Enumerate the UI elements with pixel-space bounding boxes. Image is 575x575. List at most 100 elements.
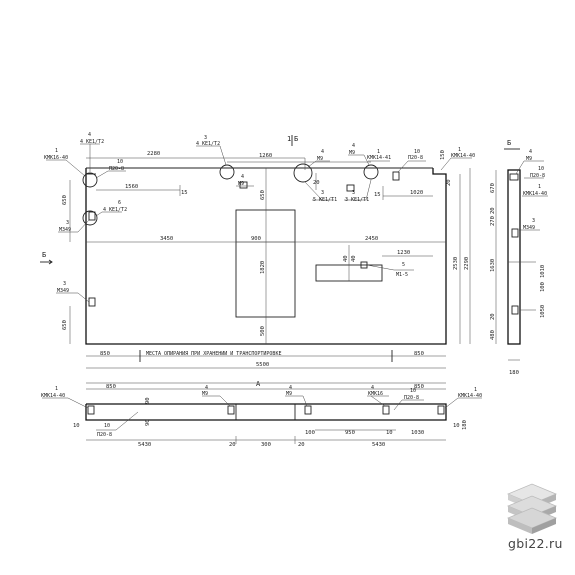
- dim-650-left-b: 650: [62, 320, 68, 330]
- side-dim-20: 20: [490, 207, 496, 214]
- plan-dim-90-a: 90: [145, 397, 151, 404]
- svg-text:3 КЕ1/Т1: 3 КЕ1/Т1: [345, 197, 369, 203]
- callout-4-m9-c: 4 М9: [348, 143, 370, 166]
- callout-3-m349-bottom: 3 М349: [56, 281, 90, 303]
- plan-dim-5430-b: 5430: [372, 442, 385, 448]
- svg-text:КМК14-40: КМК14-40: [451, 153, 475, 159]
- svg-text:4: 4: [371, 385, 374, 391]
- section-mark-plan: А: [256, 380, 261, 388]
- side-slab: [507, 169, 521, 345]
- plan-dim-20-a: 20: [229, 442, 236, 448]
- svg-text:М9: М9: [238, 181, 244, 187]
- plan-dim-850-a: 850: [106, 384, 116, 390]
- detail-circle-a: [82, 172, 98, 188]
- dim-850-a: 850: [100, 351, 110, 357]
- dim-2530: 2530: [453, 257, 459, 270]
- dim-650-mid: 650: [260, 190, 266, 200]
- dim-500: 500: [260, 326, 266, 336]
- side-callout-3: 3 М349: [519, 218, 540, 231]
- dim-20b: 20: [446, 179, 452, 186]
- svg-text:1: 1: [458, 147, 461, 153]
- svg-text:М9: М9: [286, 391, 292, 397]
- callout-3-right-mid: 3 3 КЕ1/Т1: [344, 179, 372, 203]
- detail-circle-e: [363, 164, 379, 180]
- plan-slab: [85, 403, 447, 421]
- watermark-site[interactable]: gbi22.ru: [508, 536, 563, 551]
- plan-dim-950: 950: [345, 430, 355, 436]
- embed-left-bottom: [88, 297, 96, 307]
- plan-view: А 850 850 5430 5430 20 20 300 100 950 10…: [41, 380, 482, 448]
- dim-1260: 1260: [259, 153, 272, 159]
- svg-text:4: 4: [88, 132, 91, 138]
- svg-text:П20-8: П20-8: [109, 166, 124, 172]
- embed-top-a: [239, 181, 248, 189]
- side-dim-1010: 1010: [540, 265, 546, 278]
- svg-text:М9: М9: [317, 156, 323, 162]
- svg-text:1: 1: [538, 184, 541, 190]
- panel-outline: [85, 168, 447, 345]
- callout-10-top-right: 10 П20-8: [397, 149, 426, 173]
- svg-text:М349: М349: [57, 288, 69, 294]
- plan-dim-5430-a: 5430: [138, 442, 151, 448]
- svg-text:10: 10: [538, 166, 544, 172]
- embed-top-b: [346, 184, 355, 192]
- dim-900: 900: [251, 236, 261, 242]
- plan-callout-1-right: 1 КМК14-40: [444, 387, 482, 409]
- plan-dim-850-b: 850: [414, 384, 424, 390]
- svg-text:4 КЕ1/Т2: 4 КЕ1/Т2: [80, 139, 104, 145]
- plan-dim-10-c: 10: [73, 423, 80, 429]
- svg-text:3: 3: [352, 190, 355, 196]
- svg-text:4: 4: [241, 174, 244, 180]
- dim-3450: 3450: [160, 236, 173, 242]
- svg-text:10: 10: [414, 149, 420, 155]
- side-view: Б 4 М9 10 П20-8 1 КМК14-40 3 М349: [490, 139, 548, 376]
- svg-text:1: 1: [55, 386, 58, 392]
- plan-dim-10-a: 10: [386, 430, 393, 436]
- svg-text:М9: М9: [202, 391, 208, 397]
- callout-10-top-left: 10 П20-8: [95, 159, 126, 179]
- dim-1020: 1020: [410, 190, 423, 196]
- dim-2450: 2450: [365, 236, 378, 242]
- plan-callout-10-a: 10 П20-8: [96, 411, 139, 438]
- dim-15b: 15: [374, 192, 381, 198]
- svg-text:М9: М9: [526, 156, 532, 162]
- dim-40b: 40: [351, 255, 357, 262]
- detail-circle-d: [293, 163, 313, 183]
- svg-text:3: 3: [204, 135, 207, 141]
- dim-2290: 2290: [464, 257, 470, 270]
- side-callout-1: 1 КМК14-40: [522, 184, 548, 197]
- plan-dim-10-b: 10: [453, 423, 460, 429]
- svg-text:5: 5: [402, 262, 405, 268]
- gbi-logo-icon: [506, 483, 558, 534]
- plan-dim-90-b: 90: [145, 419, 151, 426]
- plan-callout-4-a: 4 М9: [202, 385, 231, 407]
- svg-text:10: 10: [104, 423, 110, 429]
- dim-20a: 20: [313, 180, 320, 186]
- side-dim-180: 180: [509, 370, 519, 376]
- svg-text:4 КЕ1/Т2: 4 КЕ1/Т2: [103, 207, 127, 213]
- svg-text:5 КЕ1/Т1: 5 КЕ1/Т1: [313, 197, 337, 203]
- callout-1-kmk14-a: 1 КМК14-41: [367, 149, 391, 162]
- svg-text:КМК14-40: КМК14-40: [458, 393, 482, 399]
- svg-text:3: 3: [66, 220, 69, 226]
- svg-text:1: 1: [474, 387, 477, 393]
- plan-dim-20-b: 20: [298, 442, 305, 448]
- side-callout-10: 10 П20-8: [524, 166, 545, 179]
- callout-3-top-mid: 3 4 КЕ1/Т2: [196, 135, 227, 166]
- dim-1820: 1820: [260, 261, 266, 274]
- plan-callout-1-left: 1 КМК14-40: [41, 386, 89, 409]
- dim-2280: 2280: [147, 151, 160, 157]
- front-view: 2280 1260 1560 15 15 1020 20 20 1 Б 650 …: [40, 132, 475, 369]
- callout-4-m9-a: 4 М9: [236, 174, 254, 187]
- svg-text:П20-8: П20-8: [404, 395, 419, 401]
- svg-text:1: 1: [377, 149, 380, 155]
- svg-text:М349: М349: [523, 225, 535, 231]
- dim-40: 40: [343, 255, 349, 262]
- dim-150: 150: [440, 150, 446, 160]
- embed-left-top: [88, 211, 96, 221]
- svg-text:3: 3: [532, 218, 535, 224]
- section-mark-top-dir: Б: [294, 135, 298, 143]
- dim-15a: 15: [181, 190, 188, 196]
- svg-text:П20-8: П20-8: [530, 173, 545, 179]
- plan-dim-180: 180: [462, 420, 468, 430]
